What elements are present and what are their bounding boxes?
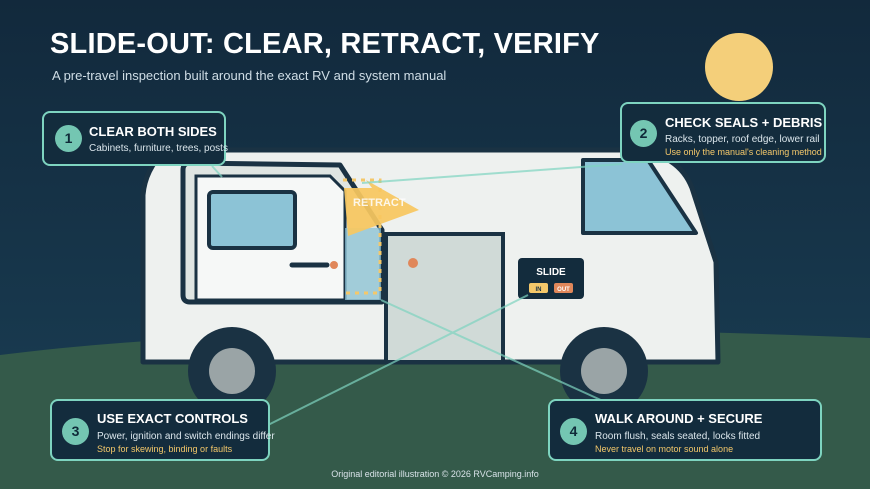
door-handle [408, 258, 418, 268]
retract-arrow [344, 180, 419, 236]
slide-seal-gap [345, 228, 381, 300]
slide-window [207, 190, 297, 250]
retract-label: RETRACT [353, 197, 406, 209]
step-3-number-badge: 3 [62, 418, 89, 445]
step-4-title: WALK AROUND + SECURE [595, 411, 763, 426]
page-title: SLIDE-OUT: CLEAR, RETRACT, VERIFY [50, 28, 600, 60]
in-switch[interactable] [529, 283, 548, 293]
step-3-title: USE EXACT CONTROLS [97, 411, 248, 426]
slide-latch-dot [330, 261, 338, 269]
connector-1 [211, 165, 223, 178]
slide-control-panel [518, 258, 584, 299]
step-2-number-badge: 2 [630, 120, 657, 147]
step-4-warning: Never travel on motor sound alone [595, 444, 734, 454]
out-switch[interactable] [554, 283, 573, 293]
connector-2 [361, 163, 623, 184]
footer-credit: Original editorial illustration © 2026 R… [331, 469, 539, 479]
connector-4 [380, 299, 604, 402]
out-label: OUT [557, 287, 570, 293]
connector-lines [211, 163, 623, 426]
in-label: IN [536, 287, 542, 293]
page-subtitle: A pre-travel inspection built around the… [52, 68, 447, 83]
rear-wheel [188, 327, 276, 415]
step-3-warning: Stop for skewing, binding or faults [97, 444, 233, 454]
entry-door [384, 232, 505, 364]
step-4-number-badge: 4 [560, 418, 587, 445]
step-4-description: Room flush, seals seated, locks fitted [595, 431, 761, 442]
step-2-title: CHECK SEALS + DEBRIS [665, 115, 823, 130]
step-1-card: 1 CLEAR BOTH SIDES Cabinets, furniture, … [42, 111, 228, 166]
step-4-card: 4 WALK AROUND + SECURE Room flush, seals… [548, 399, 822, 461]
retract-path [343, 178, 382, 295]
step-3-card: 3 USE EXACT CONTROLS Power, ignition and… [50, 399, 275, 461]
step-1-title: CLEAR BOTH SIDES [89, 124, 217, 139]
step-2-card: 2 CHECK SEALS + DEBRIS Racks, topper, ro… [620, 102, 826, 163]
slide-out-room [180, 160, 385, 305]
sun [705, 33, 773, 101]
step-3-description: Power, ignition and switch endings diffe… [97, 431, 275, 442]
step-1-description: Cabinets, furniture, trees, posts [89, 143, 228, 154]
step-2-warning: Use only the manual's cleaning method [665, 147, 822, 157]
step-1-number-badge: 1 [55, 125, 82, 152]
connector-3 [267, 294, 529, 426]
step-2-description: Racks, topper, roof edge, lower rail [665, 134, 820, 145]
control-panel-title: SLIDE [536, 267, 566, 278]
front-wheel [560, 327, 648, 415]
